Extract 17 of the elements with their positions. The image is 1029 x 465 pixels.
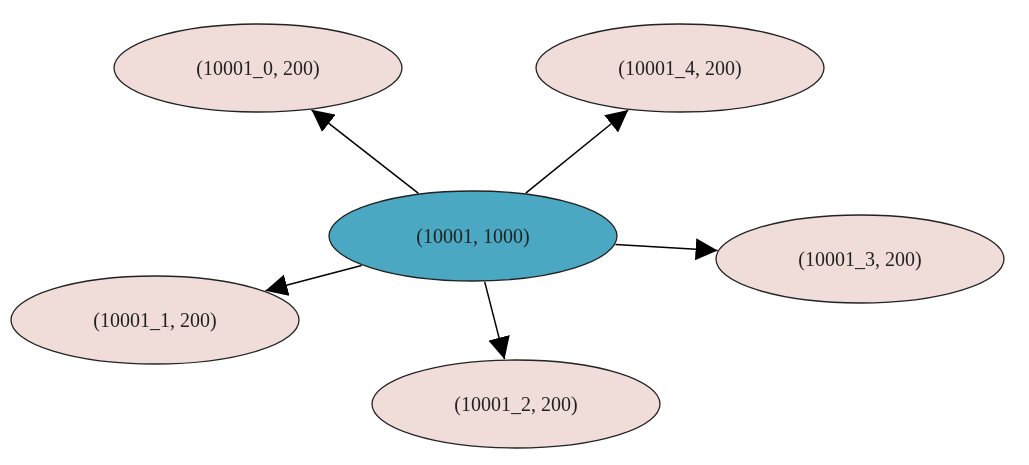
node-label: (10001, 1000) <box>416 224 530 248</box>
node-label: (10001_4, 200) <box>618 56 742 80</box>
node-label: (10001_0, 200) <box>196 56 320 80</box>
arrow <box>310 109 420 195</box>
arrow <box>484 281 510 360</box>
ellipse-node <box>113 23 403 113</box>
node-label: (10001_3, 200) <box>798 247 922 271</box>
arrow <box>614 238 719 261</box>
arrow <box>264 264 363 296</box>
node-label: (10001_1, 200) <box>93 308 217 332</box>
ellipse-node <box>371 359 661 449</box>
ellipse-node <box>715 214 1005 304</box>
arrow <box>525 109 629 194</box>
ellipse-node <box>535 23 825 113</box>
ellipse-node <box>328 190 618 282</box>
ellipse-node <box>10 275 300 365</box>
node-label: (10001_2, 200) <box>454 392 578 416</box>
